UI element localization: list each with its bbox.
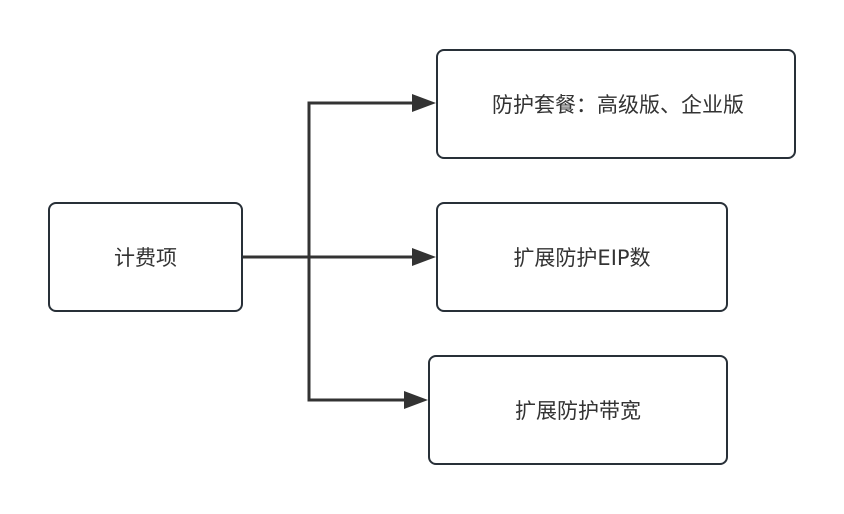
edge-root-to-bw: [307, 257, 404, 402]
node-extended-bandwidth[interactable]: 扩展防护带宽: [428, 355, 728, 465]
node-protection-package[interactable]: 防护套餐：高级版、企业版: [436, 49, 796, 159]
node-extended-eip-count[interactable]: 扩展防护EIP数: [436, 202, 728, 312]
node-label: 扩展防护EIP数: [513, 246, 651, 270]
node-billing-items[interactable]: 计费项: [48, 202, 243, 312]
arrowhead-bw: [404, 391, 428, 409]
edge-root-to-pkg: [307, 101, 412, 257]
node-label: 计费项: [114, 246, 177, 270]
arrowhead-pkg: [412, 94, 436, 112]
node-label: 扩展防护带宽: [515, 399, 641, 423]
arrowhead-eip: [412, 248, 436, 266]
node-label: 防护套餐：高级版、企业版: [492, 93, 744, 117]
